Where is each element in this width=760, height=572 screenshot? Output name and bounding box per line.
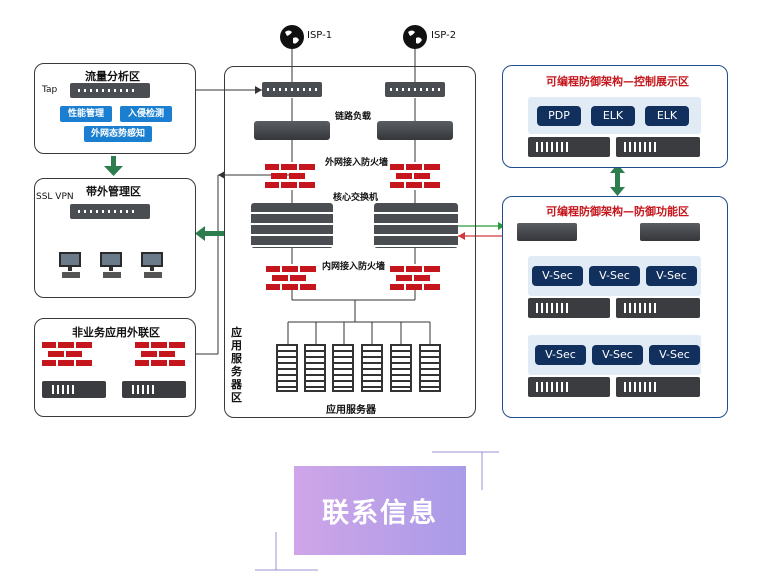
- elk-box-1: ELK: [591, 106, 635, 126]
- app-server-5: [390, 344, 412, 392]
- vpn-switch: [70, 204, 150, 219]
- app-server-2: [304, 344, 326, 392]
- core-switch-label: 核心交换机: [333, 193, 379, 203]
- vsec-box-4: V-Sec: [535, 345, 586, 365]
- center-zone: [224, 66, 476, 418]
- vsec-server-2: [616, 298, 700, 318]
- contact-info-banner[interactable]: 联系信息: [294, 466, 466, 555]
- isp-1-label: ISP-1: [307, 30, 333, 41]
- tap-label: Tap: [42, 85, 58, 95]
- core-switch-1: [251, 203, 333, 248]
- isp-2-globe-icon: [403, 25, 427, 49]
- app-server-3: [332, 344, 354, 392]
- app-server-1: [276, 344, 298, 392]
- performance-management-button: 性能管理: [60, 106, 112, 122]
- intrusion-detection-button: 入侵检测: [120, 106, 172, 122]
- vsec-server-1: [528, 298, 610, 318]
- control-server-1: [528, 137, 610, 157]
- link-switch-2: [385, 82, 445, 97]
- nonbiz-server-2: [122, 381, 186, 398]
- contact-info-label: 联系信息: [322, 498, 438, 529]
- internal-firewall-1-icon: [266, 266, 316, 290]
- computer-1-icon: [59, 252, 81, 278]
- app-server-6: [419, 344, 441, 392]
- elk-box-2: ELK: [645, 106, 689, 126]
- core-switch-2: [374, 203, 458, 248]
- pdp-box: PDP: [537, 106, 581, 126]
- app-servers-label: 应用服务器: [326, 405, 376, 416]
- vsec-server-4: [616, 377, 700, 397]
- isp-2-label: ISP-2: [431, 30, 457, 41]
- tap-switch: [70, 83, 150, 98]
- situational-awareness-button: 外网态势感知: [84, 126, 152, 142]
- external-firewall-2-icon: [390, 164, 440, 188]
- control-server-2: [616, 137, 700, 157]
- vsec-box-5: V-Sec: [592, 345, 643, 365]
- ssl-vpn-label: SSL VPN: [36, 192, 74, 202]
- nonbiz-firewall-1-icon: [42, 342, 92, 366]
- vsec-box-3: V-Sec: [646, 266, 697, 286]
- link-switch-1: [262, 82, 322, 97]
- external-firewall-1-icon: [265, 164, 315, 188]
- app-server-zone-label: 应用服务器区: [231, 326, 242, 404]
- app-server-4: [361, 344, 383, 392]
- defense-zone-title: 可编程防御架构—防御功能区: [546, 205, 689, 218]
- nonbiz-firewall-2-icon: [135, 342, 185, 366]
- traffic-zone-title: 流量分析区: [85, 70, 140, 83]
- nonbiz-zone-title: 非业务应用外联区: [72, 326, 160, 339]
- internal-firewall-label: 内网接入防火墙: [322, 262, 386, 272]
- nonbiz-server-1: [42, 381, 106, 398]
- external-firewall-label: 外网接入防火墙: [325, 158, 389, 168]
- computer-3-icon: [141, 252, 163, 278]
- vsec-box-6: V-Sec: [649, 345, 700, 365]
- control-zone-title: 可编程防御架构—控制展示区: [546, 75, 689, 88]
- computer-2-icon: [100, 252, 122, 278]
- defense-switch-1: [517, 223, 577, 241]
- load-balancer-1: [254, 121, 330, 140]
- non-business-zone: [34, 318, 196, 417]
- vsec-box-1: V-Sec: [532, 266, 583, 286]
- link-balance-label: 链路负载: [335, 112, 372, 122]
- oob-zone-title: 带外管理区: [86, 185, 141, 198]
- defense-switch-2: [640, 223, 700, 241]
- internal-firewall-2-icon: [390, 266, 440, 290]
- vsec-box-2: V-Sec: [589, 266, 640, 286]
- load-balancer-2: [377, 121, 453, 140]
- isp-1-globe-icon: [280, 25, 304, 49]
- vsec-server-3: [528, 377, 610, 397]
